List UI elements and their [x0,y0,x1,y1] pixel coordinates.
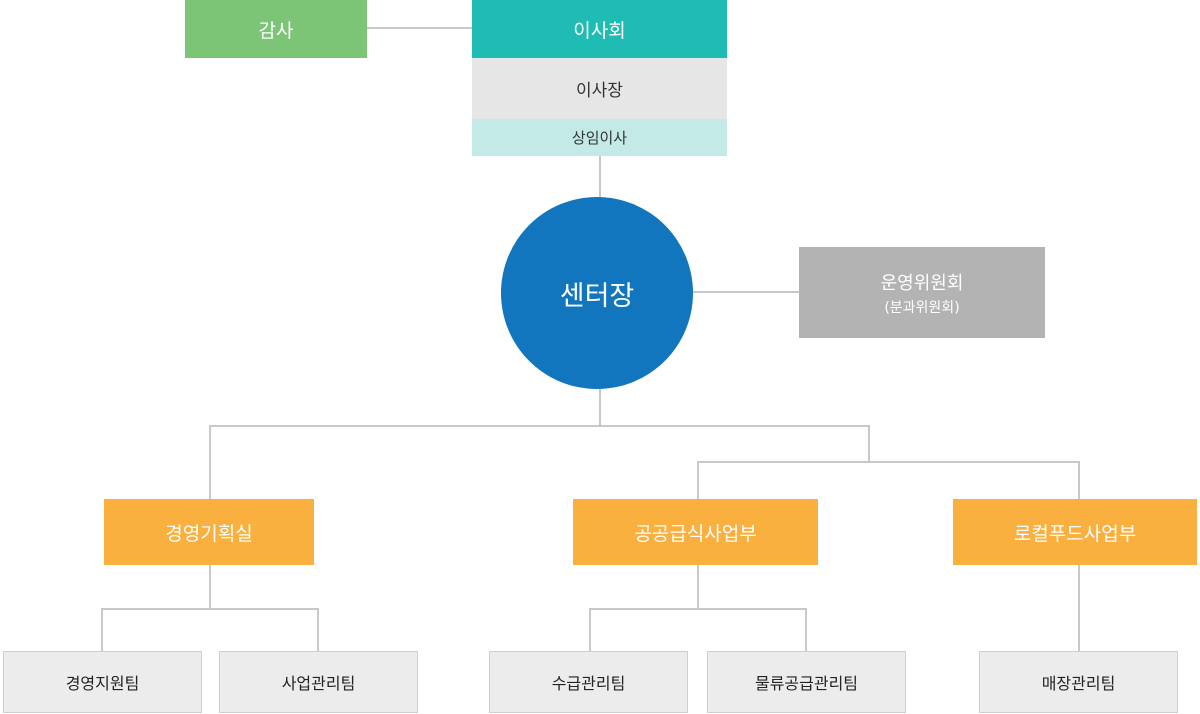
team-box: 매장관리팀 [979,651,1178,713]
team-box: 경영지원팀 [3,651,202,713]
chair-box: 이사장 [472,58,727,119]
audit-label: 감사 [258,19,294,42]
department-label: 로컬푸드사업부 [1013,522,1137,545]
team-label: 수급관리팀 [551,674,626,693]
connector-dept1-teams [101,608,319,651]
executive-director-box: 상임이사 [472,119,727,156]
director-label: 센터장 [559,280,635,312]
committee-sub-label: (분과위원회) [884,299,960,316]
team-box: 수급관리팀 [489,651,688,713]
chair-label: 이사장 [576,81,623,101]
director-circle: 센터장 [501,197,693,389]
department-label: 공공급식사업부 [634,522,757,545]
board-box: 이사회 [472,0,727,58]
department-box-planning: 경영기획실 [104,499,314,565]
committee-label: 운영위원회 [880,272,964,294]
committee-box: 운영위원회 (분과위원회) [799,247,1045,338]
team-box: 물류공급관리팀 [707,651,906,713]
audit-box: 감사 [185,0,367,58]
department-box-public-meals: 공공급식사업부 [573,499,818,565]
team-label: 매장관리팀 [1041,674,1116,693]
connector-dept2-teams [589,608,807,651]
connector-director-branch [209,425,870,499]
team-label: 경영지원팀 [65,674,140,693]
team-label: 물류공급관리팀 [754,674,859,693]
executive-director-label: 상임이사 [571,129,628,147]
connector-business-branch [697,461,1080,499]
team-box: 사업관리팀 [219,651,418,713]
team-label: 사업관리팀 [281,674,356,693]
board-label: 이사회 [573,19,626,42]
department-label: 경영기획실 [165,522,253,545]
department-box-local-food: 로컬푸드사업부 [953,499,1197,565]
